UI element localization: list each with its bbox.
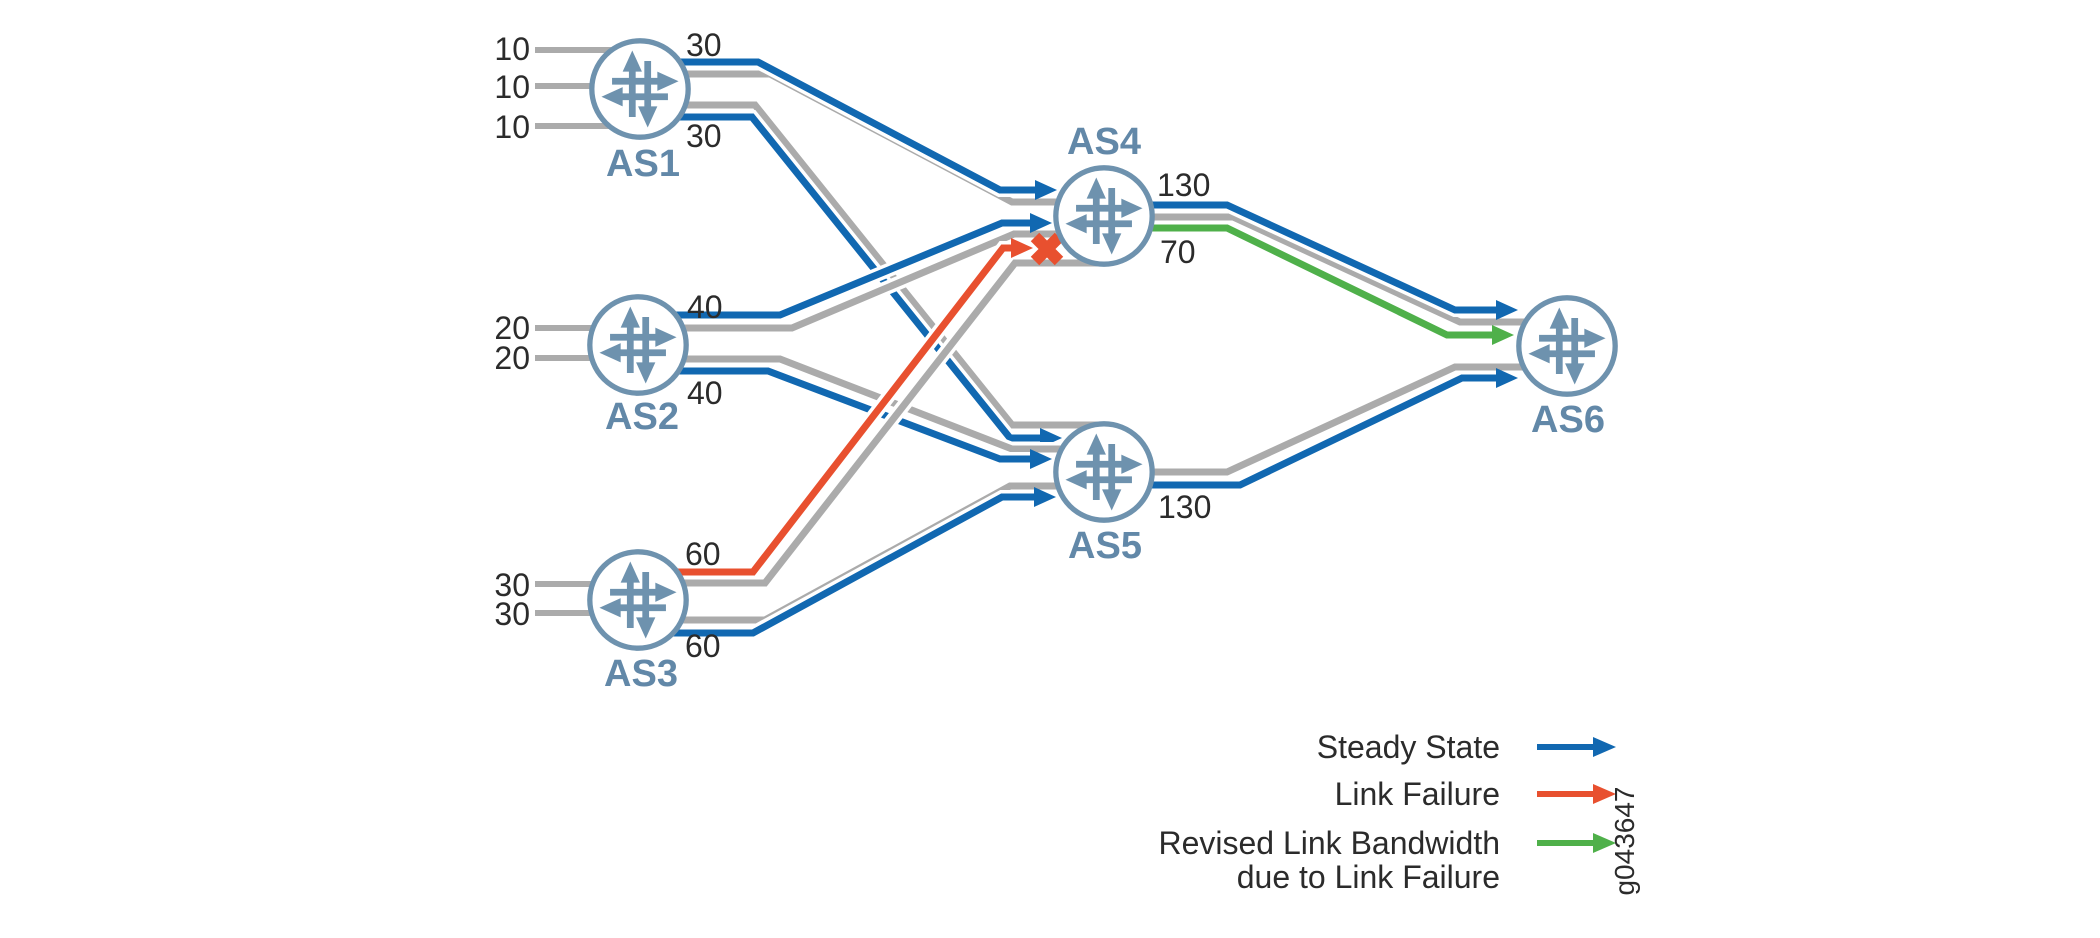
link-label-as1-as5: 30 [686, 118, 722, 154]
router-icon [1056, 424, 1152, 520]
link-failure-x-icon [1030, 232, 1064, 266]
link-as4-as6 [1104, 198, 1567, 345]
ingress-label-as2-2: 20 [494, 340, 530, 376]
router-icon [592, 41, 688, 137]
link-as4-as6-steady [1104, 201, 1499, 314]
node-as6: AS6 [1519, 298, 1615, 441]
link-label-as2-as4: 40 [687, 289, 723, 325]
link-label-as3-as5: 60 [685, 628, 721, 664]
link-label-as4-as6-revised: 70 [1160, 234, 1196, 270]
node-as2: AS2 [590, 297, 686, 438]
node-as3-label: AS3 [604, 653, 678, 695]
node-as1-label: AS1 [606, 143, 680, 185]
link-as1-as4-steady [640, 58, 1038, 194]
node-as4: AS4 [1056, 121, 1152, 264]
router-icon [1056, 168, 1152, 264]
link-as3-as4-failed [638, 244, 1014, 576]
link-as1-as4-arrowhead-icon [1035, 180, 1057, 200]
node-as2-label: AS2 [605, 396, 679, 438]
link-label-as1-as4: 30 [686, 27, 722, 63]
ingress-label-as3-2: 30 [494, 596, 530, 632]
link-as3-as4 [638, 232, 1104, 590]
nodes: AS1 AS2 AS3 AS4 AS5 AS6 [590, 41, 1615, 695]
link-as2-as5-arrowhead-icon [1030, 449, 1052, 469]
legend-steady-label: Steady State [1317, 729, 1500, 765]
ingress-label-as1-1: 10 [494, 31, 530, 67]
legend-revised-label-line2: due to Link Failure [1237, 859, 1500, 895]
link-as4-as6-physical [1104, 213, 1567, 326]
figure-id: g043647 [1609, 786, 1640, 895]
link-as4-as6-revised-arrowhead-icon [1492, 325, 1514, 345]
legend-failure-label: Link Failure [1335, 776, 1500, 812]
link-as3-as4-physical [638, 259, 1104, 587]
link-as2-as4-arrowhead-icon [1030, 213, 1052, 233]
legend: Steady State Link Failure Revised Link B… [1158, 729, 1616, 895]
link-label-as4-as6-steady: 130 [1157, 167, 1210, 203]
link-label-as3-as4: 60 [685, 536, 721, 572]
legend-failure-arrowhead-icon [1593, 784, 1616, 804]
node-as1: AS1 [592, 41, 688, 185]
ingress-label-as1-3: 10 [494, 109, 530, 145]
link-as2-as4-steady [638, 219, 1033, 319]
link-as5-as6-steady [1104, 374, 1499, 489]
ingress-label-as3-1: 30 [494, 567, 530, 603]
router-icon [1519, 298, 1615, 394]
link-as4-as6-steady-arrowhead-icon [1496, 300, 1518, 320]
link-as5-as6-physical [1104, 363, 1567, 476]
router-icon [590, 552, 686, 648]
ingress-label-as2-1: 20 [494, 310, 530, 346]
ingress-label-as1-2: 10 [494, 69, 530, 105]
bandwidth-labels: 10 10 10 20 20 30 30 30 30 40 40 60 60 1… [494, 27, 1211, 664]
link-as3-as4-arrowhead-icon [1011, 238, 1033, 258]
legend-steady-arrowhead-icon [1593, 737, 1616, 757]
ingress-stubs [535, 47, 640, 616]
links [638, 55, 1567, 640]
node-as5: AS5 [1056, 424, 1152, 567]
link-as2-as5-steady [638, 367, 1033, 463]
link-label-as5-as6: 130 [1158, 489, 1211, 525]
node-as4-label: AS4 [1067, 121, 1141, 163]
node-as3: AS3 [590, 552, 686, 695]
link-as3-as5-arrowhead-icon [1034, 487, 1056, 507]
link-as3-as5-steady [638, 493, 1037, 637]
legend-revised-arrowhead-icon [1593, 833, 1616, 853]
link-as5-as6 [1104, 360, 1567, 492]
link-as5-as6-arrowhead-icon [1496, 368, 1518, 388]
legend-revised-label-line1: Revised Link Bandwidth [1158, 825, 1500, 861]
link-label-as2-as5: 40 [687, 375, 723, 411]
link-as4-as6-revised [1104, 224, 1495, 339]
router-icon [590, 297, 686, 393]
node-as6-label: AS6 [1531, 399, 1605, 441]
node-as5-label: AS5 [1068, 525, 1142, 567]
